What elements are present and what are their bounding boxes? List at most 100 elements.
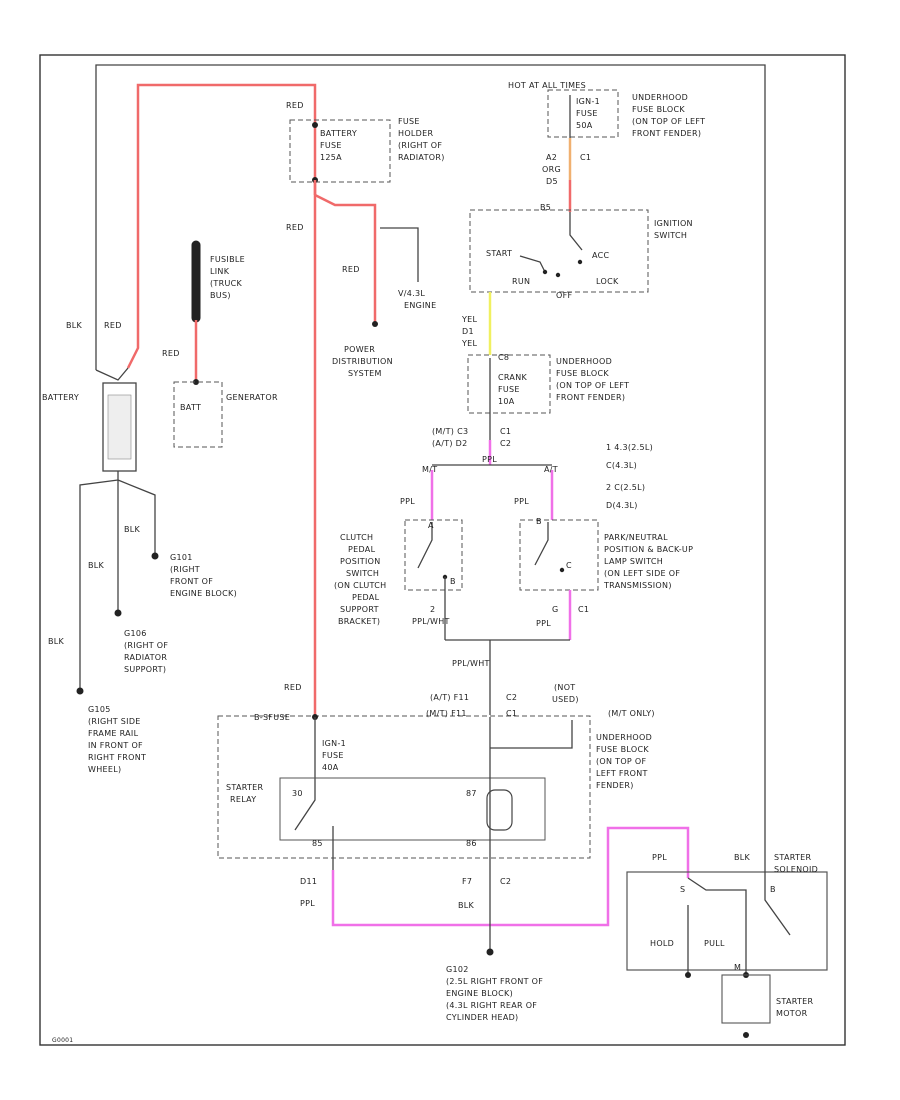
relay-block-label: LEFT FRONT: [596, 769, 648, 778]
fuse-holder-label: HOLDER: [398, 129, 433, 138]
yel-wire-label: D1: [462, 327, 474, 336]
ground-wire-label: BLK: [458, 901, 475, 910]
solenoid-label: SOLENOID: [774, 865, 818, 874]
park-neutral-label: POSITION & BACK-UP: [604, 545, 693, 554]
g101-label: G101: [170, 553, 193, 562]
blk-g101-label: BLK: [124, 525, 141, 534]
engine-note-label: V/4.3L: [398, 289, 425, 298]
starter-solenoid-box: [626, 871, 828, 971]
ppl-wht-label: PPL/WHT: [452, 659, 490, 668]
ppl-starter-wire: [331, 826, 690, 927]
hold-node: [685, 972, 691, 978]
batt-label: BATT: [180, 403, 201, 412]
red-relay-label: RED: [284, 683, 302, 692]
g105-label: RIGHT FRONT: [88, 753, 146, 762]
g106-label: RADIATOR: [124, 653, 167, 662]
red-top-label: RED: [286, 101, 304, 110]
ign-wire-label: A2: [546, 153, 557, 162]
ppl-top-label: PPL: [482, 455, 497, 464]
blk-g105-label: BLK: [48, 637, 65, 646]
generator-box: [173, 381, 223, 448]
fusible-link-label: FUSIBLE: [210, 255, 245, 264]
battery-top-wires: [95, 367, 129, 381]
pull-label: PULL: [704, 939, 725, 948]
legend-line: D(4.3L): [606, 501, 638, 510]
fuse-holder-label: RADIATOR): [398, 153, 445, 162]
crank-block-label: (ON TOP OF LEFT: [556, 381, 629, 390]
clutch-switch-box: [404, 519, 463, 591]
red-label: RED: [104, 321, 122, 330]
relay-block-label: UNDERHOOD: [596, 733, 652, 742]
ppl-sol-label: PPL: [652, 853, 667, 862]
ign-fuse-block-label: UNDERHOOD: [632, 93, 688, 102]
ign-position-off: OFF: [556, 291, 572, 300]
ground-wire-label: C2: [500, 877, 511, 886]
relay-pin-86: 86: [466, 839, 477, 848]
ppl-left-label: PPL: [400, 497, 415, 506]
red-gen-label: RED: [162, 349, 180, 358]
fuse-top-node: [312, 122, 318, 128]
crank-conn-label: (A/T) D2: [432, 439, 468, 448]
power-dist-label: POWER: [344, 345, 375, 354]
ignition-switch-label: IGNITION: [654, 219, 693, 228]
battery-fuse-holder: [289, 119, 391, 183]
starter-relay-label: RELAY: [230, 795, 257, 804]
g101-label: ENGINE BLOCK): [170, 589, 237, 598]
starter-wire-label: D11: [300, 877, 317, 886]
g102-node: [486, 948, 494, 956]
ign-switch-arm: [569, 212, 583, 251]
hold-label: HOLD: [650, 939, 674, 948]
diagram-border: [39, 54, 846, 1046]
legend-line: 1 4.3(2.5L): [606, 443, 653, 452]
park-neutral-box: [519, 519, 599, 591]
red-pds-wire: [314, 193, 377, 322]
pn-switch-arm: [534, 522, 549, 566]
g105-label: WHEEL): [88, 765, 121, 774]
battery-fuse-label: 125A: [320, 153, 342, 162]
ground-wire-label: F7: [462, 877, 472, 886]
clutch-switch-label: SWITCH: [346, 569, 379, 578]
relay-pin-30: 30: [292, 789, 303, 798]
pn-c1-label: C1: [578, 605, 589, 614]
engine-branch-wire: [380, 227, 419, 282]
at-label: A/T: [544, 465, 558, 474]
yel-wire-label: YEL: [461, 339, 478, 348]
red-battery-wire: [126, 83, 317, 369]
ign-position-run: RUN: [512, 277, 530, 286]
clutch-pin-b: B: [450, 577, 456, 586]
sol-pin-b: B: [770, 885, 776, 894]
crank-fuse-label: C8: [498, 353, 509, 362]
ign-fuse-block-label: FUSE BLOCK: [632, 105, 685, 114]
run-contact: [542, 269, 548, 275]
starter-relay-label: STARTER: [226, 783, 264, 792]
crank-conn-label: C1: [500, 427, 511, 436]
mt-label: M/T: [422, 465, 437, 474]
g105-label: G105: [88, 705, 111, 714]
solenoid-label: STARTER: [774, 853, 812, 862]
ppl-wht-conn-label: (M/T) F11: [426, 709, 467, 718]
relay-fuse-label: FUSE: [322, 751, 344, 760]
ign-pin-label: B5: [540, 203, 551, 212]
ign-fuse-block: [547, 89, 619, 138]
clutch-pin-a: A: [428, 521, 434, 530]
ign-wire-label: ORG: [542, 165, 561, 174]
relay-pin-85: 85: [312, 839, 323, 848]
clutch-switch-label: POSITION: [340, 557, 381, 566]
ign-fuse-label: FUSE: [576, 109, 598, 118]
red-mid-label: RED: [286, 223, 304, 232]
ign-fuse-block-label: FRONT FENDER): [632, 129, 701, 138]
fuse-holder-label: FUSE: [398, 117, 420, 126]
relay-switch-arm: [294, 717, 316, 831]
ign-position-acc: ACC: [592, 251, 610, 260]
diagram-code: G0001: [52, 1037, 73, 1044]
clutch-switch-arm: [417, 522, 433, 569]
sol-pin-m: M: [734, 963, 741, 972]
ignition-switch-label: SWITCH: [654, 231, 687, 240]
crank-block-label: FRONT FENDER): [556, 393, 625, 402]
ign-fuse-label: 50A: [576, 121, 593, 130]
sol-pin-s: S: [680, 885, 685, 894]
legend-line: C(4.3L): [606, 461, 637, 470]
solenoid-wire: [687, 877, 747, 962]
ign-fuse-label: IGN-1: [576, 97, 600, 106]
